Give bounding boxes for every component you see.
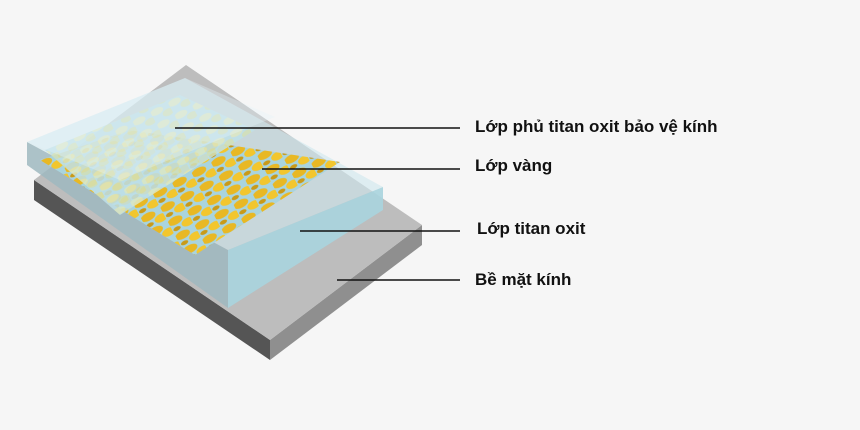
coating-layer bbox=[45, 95, 255, 215]
label-gold: Lớp vàng bbox=[475, 156, 553, 175]
label-top-coating: Lớp phủ titan oxit bảo vệ kính bbox=[475, 117, 718, 136]
label-glass: Bề mặt kính bbox=[475, 270, 572, 289]
label-titanium-oxide: Lớp titan oxit bbox=[477, 219, 586, 238]
